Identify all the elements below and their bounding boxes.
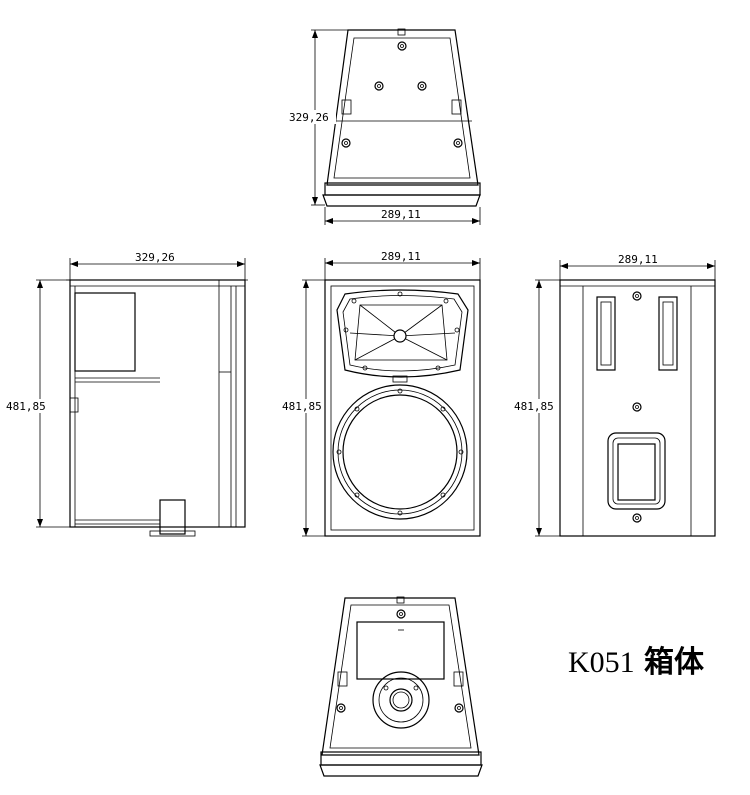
rear-view: 289,11 481,85: [513, 253, 716, 537]
dimension-label: 481,85: [282, 400, 322, 413]
top-view: 329,26 289,11: [288, 28, 481, 225]
bottom-view: [319, 596, 483, 777]
front-view: 289,11 481,85: [282, 250, 481, 537]
dimension-label: 329,26: [135, 251, 175, 264]
drawing-title: K051 箱体: [568, 645, 705, 680]
dimension-label: 289,11: [618, 253, 658, 266]
side-view: 329,26 481,85: [5, 251, 248, 537]
dimension-label: 481,85: [6, 400, 46, 413]
dimension-label: 481,85: [514, 400, 554, 413]
dimension-label: 289,11: [381, 250, 421, 263]
dimension-label: 289,11: [381, 208, 421, 221]
model-number: K051: [568, 646, 635, 679]
title-label: 箱体: [644, 645, 705, 680]
dimension-label: 329,26: [289, 111, 329, 124]
